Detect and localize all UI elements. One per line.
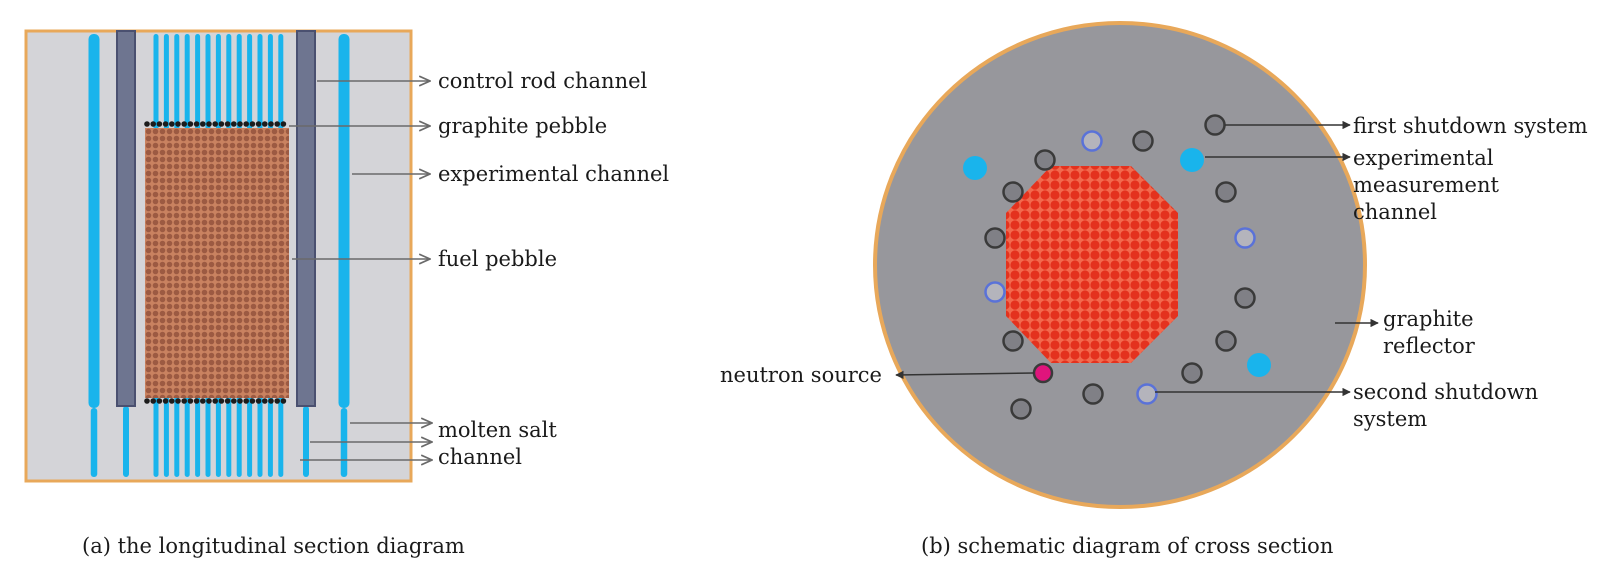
graphite-pebble [206,398,212,404]
fuel-core [1006,166,1178,363]
graphite-pebble [224,121,231,127]
salt-channel [303,406,309,477]
graphite-pebble-rows [144,121,287,404]
graphite-pebble [262,121,268,127]
graphite-pebble [156,121,163,127]
graphite-pebble [218,121,225,127]
graphite-pebble [200,398,206,404]
caption-a: (a) the longitudinal section diagram [82,534,465,558]
first-shutdown-channel [1034,149,1056,171]
label-first-shutdown: first shutdown system [1353,114,1588,138]
graphite-pebble [249,121,256,127]
label-graphite-pebble: graphite pebble [438,114,607,138]
shutdown-channels [984,114,1256,420]
graphite-pebble [243,398,249,404]
label-experimental-2: measurement [1353,173,1499,197]
graphite-pebble [255,121,262,127]
neutron-source [1032,362,1054,384]
graphite-pebble [255,398,262,404]
first-shutdown-channel [1002,181,1024,203]
experimental-channel-1 [963,156,987,180]
graphite-pebble [237,398,243,404]
graphite-pebble [249,398,256,404]
graphite-pebble [144,398,150,404]
first-shutdown-channel [1082,383,1104,405]
first-shutdown-channel [1010,398,1032,420]
graphite-pebble [224,398,231,404]
graphite-pebble [169,398,175,404]
experimental-channel-2 [1180,148,1204,172]
label-neutron-source: neutron source [720,363,882,387]
graphite-pebble [200,121,206,127]
graphite-pebble [243,121,249,127]
graphite-pebble [193,121,200,127]
graphite-pebble [231,398,237,404]
label-molten-salt-channel: channel [438,445,522,469]
first-shutdown-channel [1132,130,1154,152]
first-shutdown-channel [1215,181,1237,203]
graphite-pebble [274,121,281,127]
first-shutdown-channel [1002,330,1024,352]
graphite-pebble [175,398,181,404]
control-rod-right [296,30,316,407]
first-shutdown-channel [1234,287,1256,309]
label-molten-salt: molten salt [438,418,557,442]
graphite-pebble [156,398,163,404]
graphite-pebble [162,121,169,127]
graphite-pebble [280,121,287,127]
experimental-channel [338,34,350,408]
graphite-pebble [187,398,194,404]
label-fuel-pebble: fuel pebble [438,247,557,271]
salt-channel-tail [90,408,98,477]
label-control-rod-channel: control rod channel [438,69,648,93]
graphite-pebble [181,398,187,404]
graphite-pebble [268,398,274,404]
first-shutdown-channel [1204,114,1226,136]
graphite-pebble [268,121,274,127]
label-graphite-2: reflector [1383,334,1476,358]
graphite-pebble [231,121,237,127]
second-shutdown-channel [1234,227,1256,249]
label-graphite-1: graphite [1383,307,1474,331]
label-experimental-3: channel [1353,200,1437,224]
second-shutdown-channel [1136,383,1158,405]
experimental-channel [88,34,100,408]
graphite-pebble [175,121,181,127]
first-shutdown-channel [1181,362,1203,384]
caption-b: (b) schematic diagram of cross section [921,534,1333,558]
graphite-pebble [218,398,225,404]
first-shutdown-channel [1215,330,1237,352]
graphite-pebble [274,398,281,404]
label-second-shutdown-2: system [1353,407,1427,431]
label-experimental-1: experimental [1353,146,1494,170]
salt-channel [123,406,129,477]
second-shutdown-channel [1081,130,1103,152]
graphite-pebble [162,398,169,404]
first-shutdown-channel [984,227,1006,249]
label-second-shutdown-1: second shutdown [1353,380,1538,404]
graphite-pebble [169,121,175,127]
graphite-pebble [144,121,150,127]
label-experimental-channel: experimental channel [438,162,669,186]
graphite-pebble [150,121,156,127]
graphite-pebble [212,398,218,404]
cross-section: first shutdown system experimental measu… [720,21,1588,558]
graphite-pebble [280,398,287,404]
experimental-channel-3 [1247,353,1271,377]
control-rod-left [116,30,136,407]
graphite-pebble [206,121,212,127]
graphite-pebble [262,398,268,404]
second-shutdown-channel [984,281,1006,303]
cross-callouts [895,120,1379,397]
graphite-pebble [237,121,243,127]
graphite-pebble [187,121,194,127]
graphite-pebble [212,121,218,127]
section-callouts [289,81,432,460]
graphite-pebble [193,398,200,404]
graphite-pebble [150,398,156,404]
graphite-pebble [181,121,187,127]
longitudinal-section: control rod channel graphite pebble expe… [24,29,669,558]
fuel-pebble-bed [145,128,289,398]
